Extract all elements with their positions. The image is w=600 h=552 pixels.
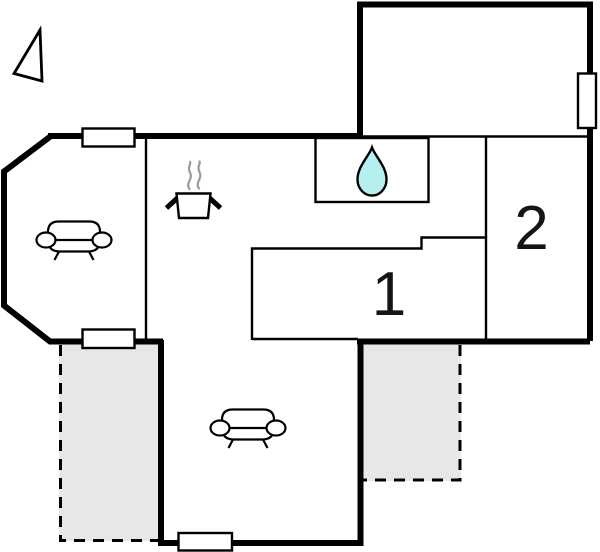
pot-body (175, 192, 212, 220)
steam-wave (196, 160, 202, 190)
cooking-pot-icon (164, 160, 223, 220)
sofa-back (46, 220, 102, 244)
sofa-leg (262, 438, 269, 449)
wall-top-right-room (357, 1, 593, 341)
sofa-armrest (265, 419, 287, 437)
steam-icon (187, 160, 202, 191)
wall-bottom-u (158, 340, 364, 546)
steam-wave (187, 160, 192, 191)
terrace-left (59, 343, 162, 541)
window-icon (81, 328, 136, 350)
room-2-label: 2 (514, 194, 548, 263)
terrace-right (363, 343, 461, 481)
sofa-icon (209, 408, 287, 449)
water-drop-icon (356, 143, 388, 197)
sofa-leg (88, 250, 95, 261)
terrace-right-dashed-edge (363, 345, 462, 482)
terrace-left-dashed-edge (59, 345, 161, 542)
sofa-icon (35, 220, 113, 261)
sofa-armrest (35, 231, 57, 249)
wall-room-1-top (250, 236, 486, 340)
north-arrow-icon (11, 25, 44, 83)
room-1-label: 1 (372, 260, 406, 329)
window-icon (81, 127, 136, 148)
sofa-back (220, 408, 276, 432)
window-icon (576, 72, 598, 130)
windows (81, 72, 598, 552)
sofa-leg (53, 250, 60, 261)
terraces (59, 343, 462, 542)
sofa-armrest (91, 231, 113, 249)
sofa-armrest (209, 419, 231, 437)
sofa-leg (227, 438, 234, 449)
window-icon (177, 531, 234, 552)
